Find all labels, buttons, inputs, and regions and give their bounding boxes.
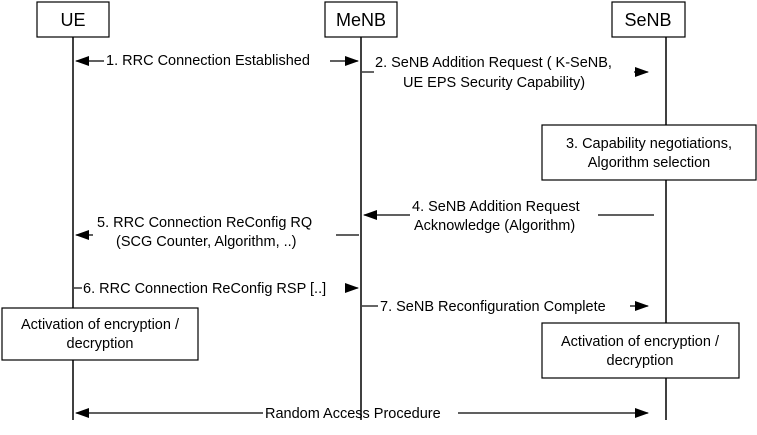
ue-label: UE	[60, 10, 85, 30]
ue-activation-line2: decryption	[67, 336, 134, 352]
senb-activation-line2: decryption	[607, 353, 674, 369]
message-6-rrc-connection-reconfig-rsp: 6. RRC Connection ReConfig RSP [..]	[74, 281, 359, 297]
message-4-label-line1: 4. SeNB Addition Request	[412, 199, 580, 215]
message-2-senb-addition-request: 2. SeNB Addition Request ( K-SeNB, UE EP…	[362, 55, 649, 91]
senb-activation-line1: Activation of encryption /	[561, 334, 720, 350]
capability-negotiation-box: 3. Capability negotiations, Algorithm se…	[541, 124, 757, 181]
message-5-label-line2: (SCG Counter, Algorithm, ..)	[116, 234, 297, 250]
message-4-label-line2: Acknowledge (Algorithm)	[414, 218, 575, 234]
menb-entity: MeNB	[324, 1, 398, 38]
random-access-label: Random Access Procedure	[265, 406, 441, 422]
ue-activation-line1: Activation of encryption /	[21, 317, 180, 333]
message-7-label: 7. SeNB Reconfiguration Complete	[380, 299, 606, 315]
capability-box-line1: 3. Capability negotiations,	[566, 136, 732, 152]
message-1-rrc-connection-established: 1. RRC Connection Established	[75, 53, 359, 69]
capability-box-line2: Algorithm selection	[588, 155, 711, 171]
menb-label: MeNB	[336, 10, 386, 30]
message-6-label: 6. RRC Connection ReConfig RSP [..]	[83, 281, 326, 297]
ue-entity: UE	[36, 1, 110, 38]
message-2-label-line1: 2. SeNB Addition Request ( K-SeNB,	[375, 55, 612, 71]
ue-activation-box: Activation of encryption / decryption	[1, 307, 199, 361]
message-2-label-line2: UE EPS Security Capability)	[403, 75, 585, 91]
random-access-procedure: Random Access Procedure	[75, 406, 649, 422]
message-4-senb-addition-request-ack: 4. SeNB Addition Request Acknowledge (Al…	[363, 199, 654, 234]
message-1-label: 1. RRC Connection Established	[106, 53, 310, 69]
senb-entity: SeNB	[611, 1, 686, 38]
senb-activation-box: Activation of encryption / decryption	[541, 322, 740, 379]
senb-label: SeNB	[624, 10, 671, 30]
message-7-senb-reconfiguration-complete: 7. SeNB Reconfiguration Complete	[362, 299, 649, 315]
message-5-rrc-connection-reconfig-rq: 5. RRC Connection ReConfig RQ (SCG Count…	[75, 215, 359, 250]
message-5-label-line1: 5. RRC Connection ReConfig RQ	[97, 215, 312, 231]
